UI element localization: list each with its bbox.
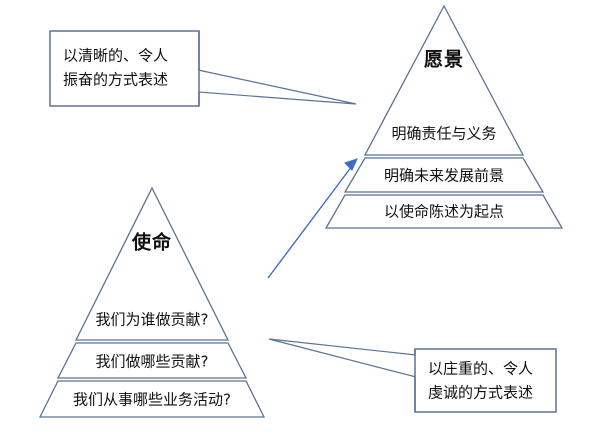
vision-callout[interactable]: 以清晰的、令人 振奋的方式表述 [49, 30, 357, 107]
mission-pyramid[interactable]: 使命 我们为谁做贡献? 我们做哪些贡献? 我们从事哪些业务活动? [38, 186, 266, 418]
mission-callout[interactable]: 以庄重的、令人 虔诚的方式表述 [268, 338, 557, 413]
mission-layer-3-shape[interactable] [38, 380, 266, 418]
vision-callout-box[interactable] [49, 30, 200, 107]
vision-layer-1-label: 明确责任与义务 [391, 125, 496, 143]
vision-callout-line-1: 以清晰的、令人 [63, 47, 168, 65]
vision-layer-2-shape[interactable] [343, 157, 545, 193]
mission-layer-3-label: 我们从事哪些业务活动? [73, 391, 231, 409]
mission-to-vision-arrow [267, 158, 358, 279]
vision-callout-line-2: 振奋的方式表述 [63, 71, 168, 89]
vision-layer-3-label: 以使命陈述为起点 [384, 203, 504, 221]
connector-arrow-line [267, 165, 353, 279]
vision-layer-3-shape[interactable] [324, 194, 564, 229]
mission-layer-1-label: 我们为谁做贡献? [96, 311, 209, 329]
mission-callout-box[interactable] [414, 348, 557, 413]
mission-callout-line-2: 虔诚的方式表述 [428, 384, 533, 402]
mission-title: 使命 [131, 231, 172, 254]
vision-callout-tail [197, 69, 357, 105]
mission-layer-2-label: 我们做哪些贡献? [96, 353, 209, 371]
vision-layer-1-shape[interactable] [363, 4, 525, 156]
connector-arrow-head [344, 158, 358, 171]
mission-callout-tail [268, 338, 417, 378]
mission-callout-line-1: 以庄重的、令人 [428, 360, 533, 378]
mission-layer-1-shape[interactable] [74, 186, 230, 341]
vision-layer-2-label: 明确未来发展前景 [384, 167, 504, 185]
vision-pyramid[interactable]: 愿景 明确责任与义务 明确未来发展前景 以使命陈述为起点 [324, 4, 564, 229]
vision-title: 愿景 [424, 49, 464, 71]
mission-layer-2-shape[interactable] [56, 342, 248, 379]
